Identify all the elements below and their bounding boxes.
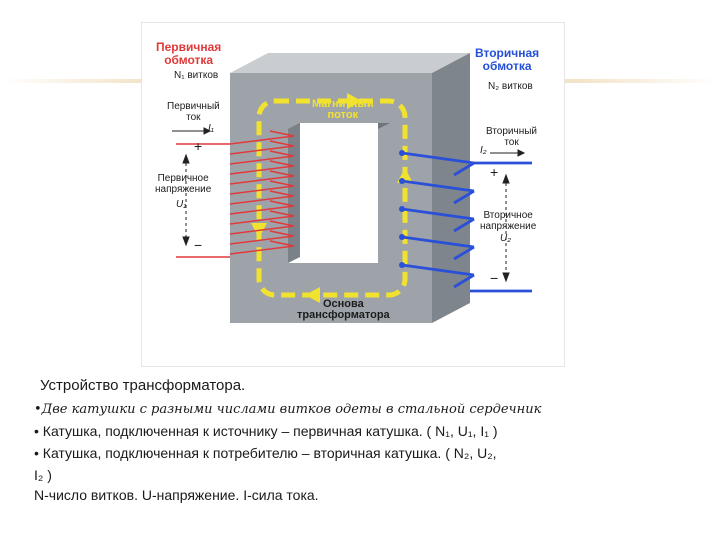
core-front <box>230 73 432 323</box>
flux-arrow-bottom <box>305 287 320 303</box>
u1-symbol: U₁ <box>176 199 187 210</box>
transformer-drawing <box>172 53 532 323</box>
caption-bullet-3: • Катушка, подключенная к потребителю – … <box>34 445 497 461</box>
caption-bullet-3-continued: I₂ ) <box>34 467 52 483</box>
caption-legend: N-число витков. U-напряжение. I-сила ток… <box>34 487 319 503</box>
primary-coil <box>176 130 295 258</box>
caption-bullet-2: • Катушка, подключенная к источнику – пе… <box>34 423 498 439</box>
secondary-minus-sign: − <box>490 270 499 286</box>
primary-plus-sign: + <box>194 138 203 154</box>
secondary-voltage-arrow <box>502 173 510 283</box>
magnetic-flux-loop <box>256 98 408 298</box>
primary-voltage-arrow <box>182 153 190 247</box>
secondary-current-arrow <box>490 149 526 157</box>
n1-turns-label: N₁ витков <box>174 70 219 81</box>
secondary-plus-sign: + <box>490 164 499 180</box>
flux-arrow-top <box>347 93 362 109</box>
secondary-coil <box>401 151 532 293</box>
secondary-terminals <box>399 150 405 268</box>
primary-current-arrow <box>172 127 212 135</box>
core-window <box>300 123 378 263</box>
i2-symbol: I₂ <box>480 145 487 156</box>
primary-minus-sign: − <box>194 237 203 253</box>
u2-symbol: U₂ <box>500 233 512 244</box>
caption-bullet-1: •Две катушки с разными числами витков од… <box>34 402 542 417</box>
n2-turns-label: N₂ витков <box>488 81 533 92</box>
caption-title: Устройство трансформатора. <box>40 377 246 394</box>
i1-symbol: I₁ <box>208 123 214 134</box>
core-top-face <box>230 53 470 73</box>
core-window-left-face <box>288 123 300 263</box>
